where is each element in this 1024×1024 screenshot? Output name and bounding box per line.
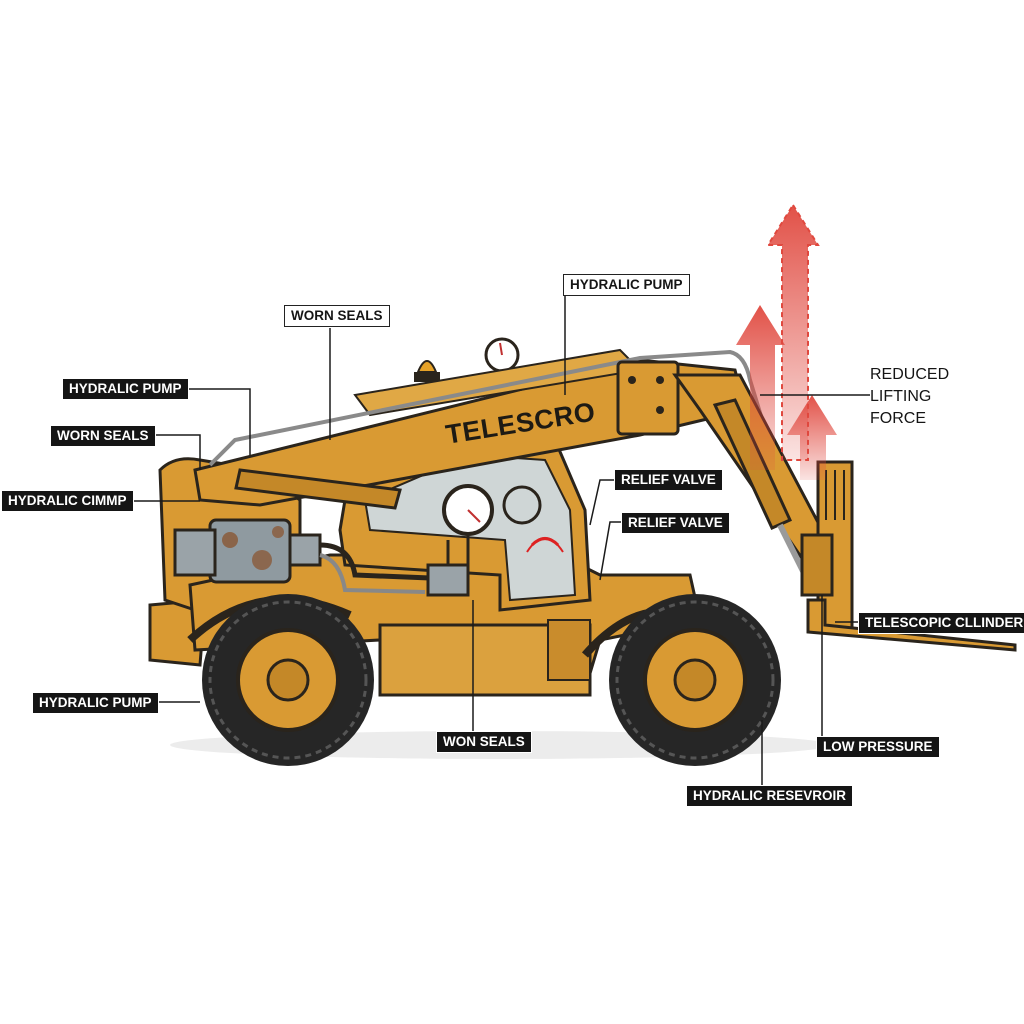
relief-valve-block <box>426 563 470 597</box>
label-hydraulic-reservoir: HYDRALIC RESEVROIR <box>686 785 854 807</box>
lift-cylinder <box>234 468 402 510</box>
hydraulic-hose-1 <box>319 542 431 581</box>
force-arrow-right <box>787 395 837 480</box>
carriage-mount <box>800 533 834 597</box>
boom-head-plate <box>616 360 680 436</box>
effect-label-line-3: FORCE <box>870 410 926 427</box>
warning-wave-2 <box>526 537 564 553</box>
top-gauge-needle <box>499 342 503 356</box>
label-relief-valve-2: RELIEF VALVE <box>621 512 730 534</box>
boom-bolt-3 <box>656 406 664 414</box>
label-won-seals: WON SEALS <box>436 731 532 753</box>
rear-hub <box>266 658 310 702</box>
pump-outlet <box>288 533 322 567</box>
force-arrow-left <box>736 305 785 470</box>
cab-gauge-needle <box>467 509 481 523</box>
rear-tire-tread <box>208 600 368 760</box>
rust-spot-1 <box>222 532 238 548</box>
label-hydraulic-cimmp: HYDRALIC CIMMP <box>1 490 134 512</box>
front-tire-tread <box>615 600 775 760</box>
pump-housing <box>173 528 217 577</box>
rust-spot-3 <box>272 526 284 538</box>
effect-label-line-2: LIFTING <box>870 388 932 405</box>
rust-spot-2 <box>252 550 272 570</box>
label-hydraulic-pump-top: HYDRALIC PUMP <box>563 274 690 296</box>
label-hydraulic-pump-bottom: HYDRALIC PUMP <box>32 692 159 714</box>
beacon-base <box>414 372 440 382</box>
label-relief-valve-1: RELIEF VALVE <box>614 469 723 491</box>
label-worn-seals-top: WORN SEALS <box>284 305 390 327</box>
boom-bolt-1 <box>628 376 636 384</box>
label-hydraulic-pump-left: HYDRALIC PUMP <box>62 378 189 400</box>
label-low-pressure: LOW PRESSURE <box>816 736 940 758</box>
force-arrow-tall <box>766 203 820 461</box>
boom-hydraulic-line <box>208 349 807 561</box>
label-telescopic-cylinder: TELESCOPIC CLLINDER <box>858 612 1024 634</box>
fork-tine <box>806 598 1017 652</box>
step-panel <box>547 619 591 681</box>
effect-label-line-1: REDUCED <box>870 366 950 383</box>
front-hub <box>673 658 717 702</box>
leader-lines <box>130 292 870 785</box>
steering-wheel <box>502 485 542 525</box>
boom-bolt-2 <box>656 376 664 384</box>
label-worn-seals-left: WORN SEALS <box>50 425 156 447</box>
beacon-light <box>416 360 438 373</box>
hydraulic-hose-2 <box>319 553 426 594</box>
